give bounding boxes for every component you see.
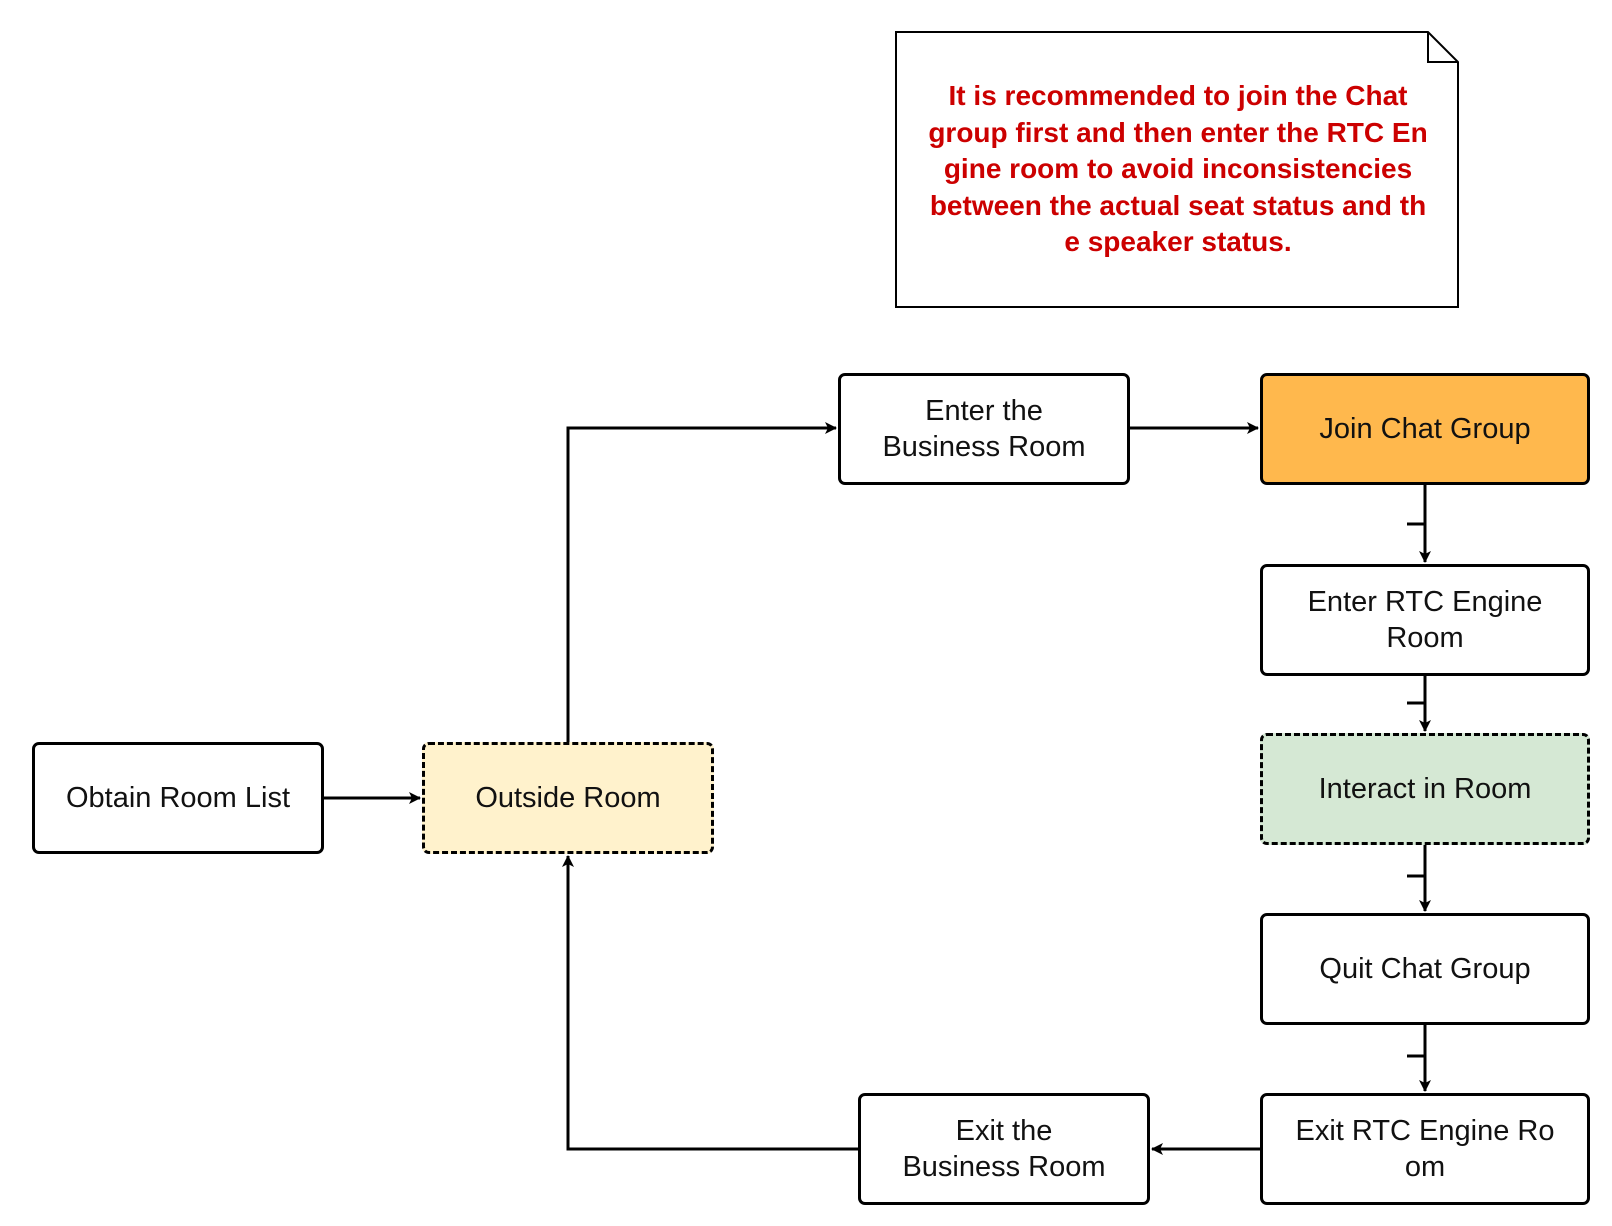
outside-room-label: Outside Room — [475, 782, 661, 814]
join-chat-group-label: Join Chat Group — [1319, 413, 1531, 445]
join-chat-group-node[interactable]: Join Chat Group — [1260, 373, 1590, 485]
arrow-exit-business-to-outside — [562, 855, 858, 1151]
enter-rtc-engine-room-node[interactable]: Enter RTC Engine Room — [1260, 564, 1590, 676]
exit-business-room-node[interactable]: Exit the Business Room — [858, 1093, 1150, 1205]
enter-business-room-node[interactable]: Enter the Business Room — [838, 373, 1130, 485]
interact-in-room-label: Interact in Room — [1318, 773, 1532, 805]
note-text: It is recommended to join the Chat group… — [928, 80, 1428, 257]
quit-chat-group-label: Quit Chat Group — [1319, 953, 1531, 985]
exit-rtc-engine-room-label: Exit RTC Engine Ro om — [1295, 1115, 1555, 1183]
quit-chat-group-node[interactable]: Quit Chat Group — [1260, 913, 1590, 1025]
interact-in-room-node[interactable]: Interact in Room — [1260, 733, 1590, 845]
obtain-room-list-label: Obtain Room List — [65, 782, 291, 814]
enter-rtc-engine-room-label: Enter RTC Engine Room — [1307, 586, 1543, 654]
exit-business-room-label: Exit the Business Room — [902, 1115, 1106, 1183]
note-shape — [895, 31, 1459, 308]
exit-rtc-engine-room-node[interactable]: Exit RTC Engine Ro om — [1260, 1093, 1590, 1205]
enter-business-room-label: Enter the Business Room — [882, 395, 1086, 463]
connector-tick-marks — [566, 522, 1425, 1058]
obtain-room-list-node[interactable]: Obtain Room List — [32, 742, 324, 854]
outside-room-node[interactable]: Outside Room — [422, 742, 714, 854]
arrow-outside-to-enter-business — [566, 422, 837, 742]
